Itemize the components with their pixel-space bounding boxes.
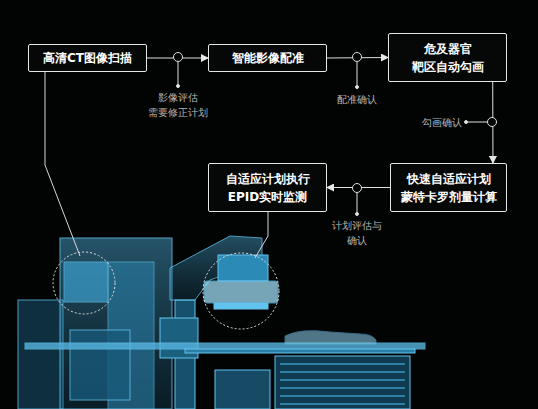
process-box: 智能影像配准 — [208, 44, 327, 72]
edge-label: 勾画确认 — [402, 115, 462, 130]
box-text: 自适应计划执行 EPID实时监测 — [215, 170, 320, 206]
box-text: 高清CT图像扫描 — [43, 49, 132, 67]
process-box: 危及器官 靶区自动勾画 — [388, 33, 507, 82]
edge-label: 配准确认 — [322, 92, 392, 107]
edge-label: 影像评估 需要修正计划 — [138, 90, 218, 120]
edge-label: 计划评估与 确认 — [322, 218, 392, 248]
machine-illustration — [18, 236, 425, 409]
process-box: 自适应计划执行 EPID实时监测 — [208, 163, 327, 212]
box-text: 危及器官 靶区自动勾画 — [395, 40, 500, 76]
process-box: 高清CT图像扫描 — [28, 44, 147, 72]
box-text: 快速自适应计划 蒙特卡罗剂量计算 — [397, 170, 500, 206]
box-text: 智能影像配准 — [232, 49, 304, 67]
process-box: 快速自适应计划 蒙特卡罗剂量计算 — [390, 163, 507, 212]
